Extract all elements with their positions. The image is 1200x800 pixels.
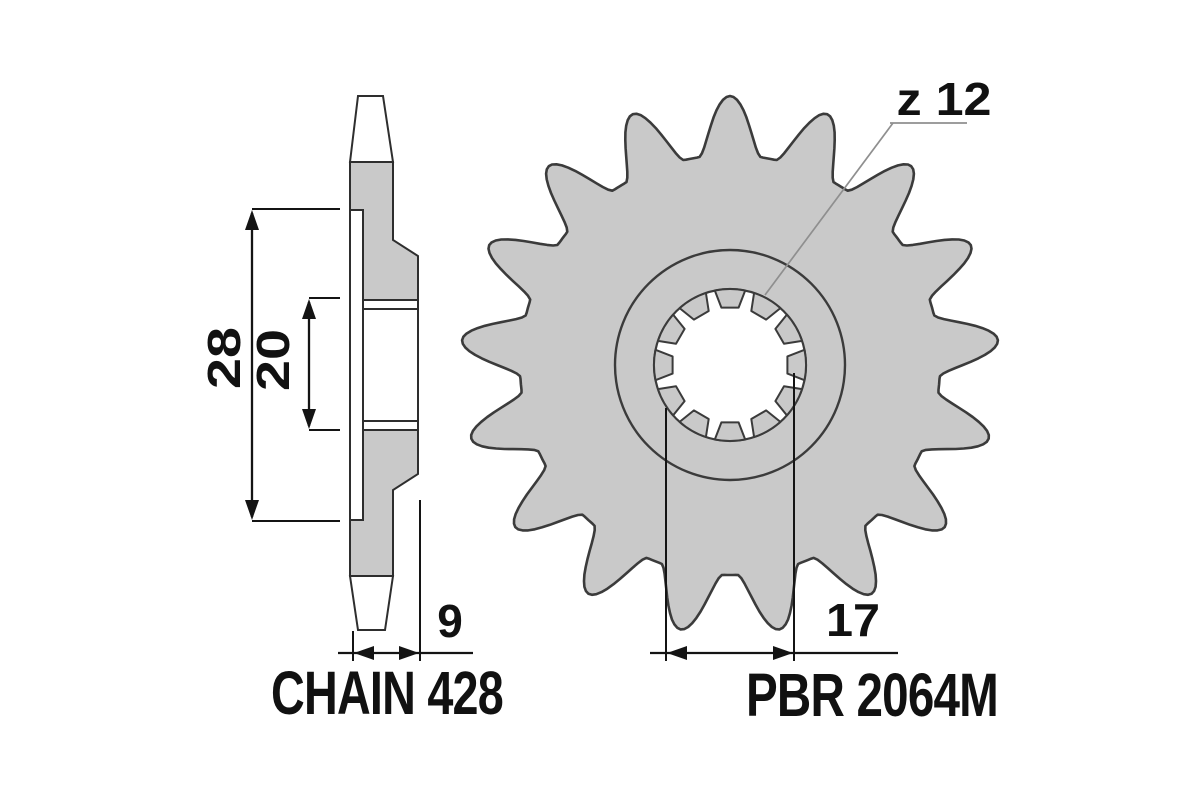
- outer-dim-label: 28: [198, 327, 250, 389]
- dim-17-arrow-right: [773, 646, 793, 660]
- front-view: [460, 94, 1000, 631]
- dim-20-arrow-down: [302, 409, 316, 429]
- spline-groove-bottom-section: [362, 420, 419, 431]
- hub-circle: [613, 248, 847, 482]
- bore-section: [362, 308, 419, 422]
- bottom-tooth-section: [348, 575, 395, 631]
- dimensions: [245, 122, 967, 661]
- labels: z 12 CHAIN 428 PBR 2064M 9 17 28 20: [198, 73, 999, 729]
- inner-dim-label: 20: [247, 329, 299, 391]
- dim-20-arrow-up: [302, 299, 316, 319]
- dim-17-arrow-left: [667, 646, 687, 660]
- bore-dim-label: 17: [826, 594, 880, 646]
- bore-circle: [652, 287, 808, 443]
- dim-28-arrow-up: [245, 210, 259, 230]
- dim-9-arrow-right: [399, 646, 419, 660]
- leader-line: [764, 122, 894, 296]
- plate-section: [349, 209, 364, 521]
- top-tooth-section: [348, 95, 395, 163]
- spline-count-label: z 12: [897, 73, 992, 125]
- side-view: [348, 95, 419, 631]
- part-number-label: PBR 2064M: [746, 661, 998, 729]
- spline-groove-top-section: [362, 299, 419, 310]
- width-dim-label: 9: [437, 595, 463, 647]
- spline-teeth: [653, 288, 807, 442]
- dim-28-arrow-down: [245, 500, 259, 520]
- dim-9-arrow-left: [354, 646, 374, 660]
- chain-label: CHAIN 428: [271, 659, 503, 727]
